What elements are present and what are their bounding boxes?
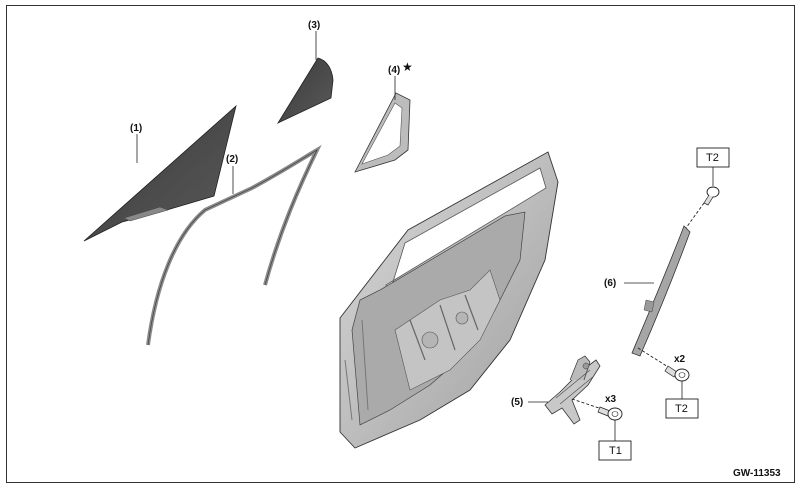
torque-box-t1 — [598, 440, 632, 461]
door-glass — [83, 104, 237, 242]
bolt-top-icon — [703, 186, 720, 206]
figure-code: GW-11353 — [733, 468, 781, 479]
dash-line-bottom — [637, 347, 674, 371]
dash-line-regulator — [571, 398, 606, 411]
label-part-2: (2) — [226, 154, 238, 165]
torque-box-t2-bottom — [665, 398, 699, 419]
label-part-5: (5) — [511, 397, 523, 408]
torque-label-t1: T1 — [609, 445, 622, 457]
label-part-3: (3) — [308, 20, 320, 31]
rear-door-panel — [339, 151, 559, 449]
dash-line-top — [685, 202, 705, 229]
quarter-glass — [276, 57, 334, 124]
label-part-1: (1) — [130, 123, 142, 134]
label-part-4: (4) — [388, 65, 400, 76]
label-part-6: (6) — [604, 278, 616, 289]
rear-sash-channel — [631, 225, 691, 357]
window-regulator — [544, 355, 601, 425]
quantity-x3: x3 — [605, 394, 617, 405]
torque-box-t2-top — [696, 147, 730, 168]
bolt-regulator-icon — [597, 406, 623, 421]
quantity-x2: x2 — [674, 354, 686, 365]
torque-label-t2-top: T2 — [706, 152, 719, 164]
glass-run-outline — [147, 149, 318, 346]
sash-bracket — [643, 299, 655, 313]
star-mark-icon: ★ — [402, 60, 413, 74]
bolt-bottom-icon — [664, 365, 690, 382]
torque-label-t2-bottom: T2 — [675, 403, 688, 415]
glass-bracket — [123, 206, 169, 222]
quarter-window-opening — [361, 102, 403, 165]
